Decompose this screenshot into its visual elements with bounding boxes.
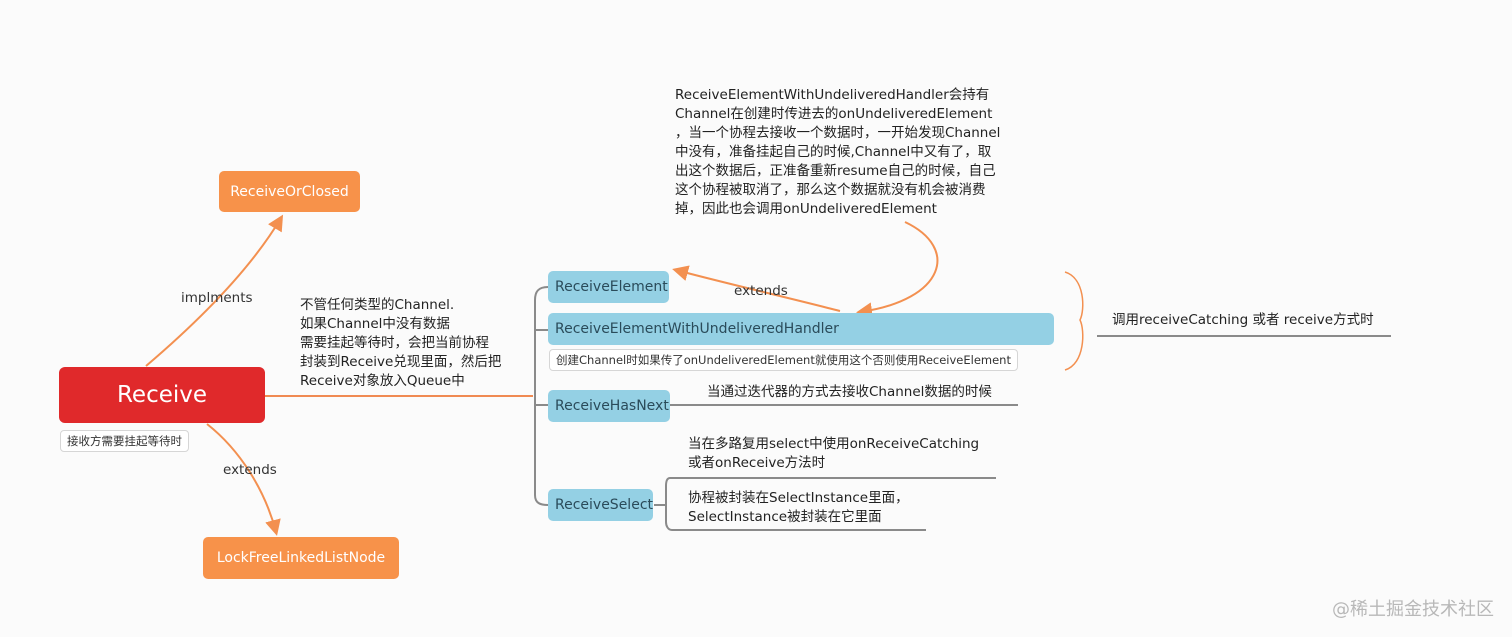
node-receive-element-label: ReceiveElement xyxy=(555,279,668,295)
select-description-1: 当在多路复用select中使用onReceiveCatching 或者onRec… xyxy=(688,435,979,473)
main-desc-line: 需要挂起等待时，会把当前协程 xyxy=(300,335,489,351)
root-note: 接收方需要挂起等待时 xyxy=(60,430,189,452)
top-note-line: 这个协程被取消了，那么这个数据就没有机会被消费 xyxy=(675,182,986,198)
root-label: Receive xyxy=(116,382,208,408)
top-note: ReceiveElementWithUndeliveredHandler会持有 … xyxy=(675,86,1000,219)
extends-element-arrow xyxy=(672,265,841,312)
node-receive-select-label: ReceiveSelect xyxy=(555,497,653,513)
node-lock-free-label: LockFreeLinkedListNode xyxy=(216,550,386,566)
node-receive-or-closed-label: ReceiveOrClosed xyxy=(230,183,349,200)
top-note-line: 中没有，准备挂起自己的时候,Channel中又有了，取 xyxy=(675,144,992,160)
main-description: 不管任何类型的Channel. 如果Channel中没有数据 需要挂起等待时，会… xyxy=(300,296,501,391)
children-spine xyxy=(534,286,549,506)
brace xyxy=(1064,271,1084,371)
select-desc1-line: 当在多路复用select中使用onReceiveCatching xyxy=(688,436,980,452)
main-desc-line: 不管任何类型的Channel. xyxy=(300,297,455,313)
node-receive-or-closed[interactable]: ReceiveOrClosed xyxy=(219,171,360,212)
edge-label-implements: implments xyxy=(181,290,253,306)
node-lock-free-linked-list-node[interactable]: LockFreeLinkedListNode xyxy=(203,537,399,579)
select-description-2: 协程被封装在SelectInstance里面， SelectInstance被封… xyxy=(688,489,909,527)
top-note-line: Channel在创建时传进去的onUndeliveredElement xyxy=(675,106,993,122)
edge-label-extends-element: extends xyxy=(734,283,788,299)
node-receive-select[interactable]: ReceiveSelect xyxy=(548,489,653,521)
top-note-line: ，当一个协程去接收一个数据时，一开始发现Channel xyxy=(675,125,1001,141)
root-node-receive[interactable]: Receive xyxy=(59,367,265,423)
top-note-line: 掉，因此也会调用onUndeliveredElement xyxy=(675,201,937,217)
top-note-line: 出这个数据后，正准备重新resume自己的时候，自己 xyxy=(675,163,996,179)
main-desc-line: 如果Channel中没有数据 xyxy=(300,316,450,332)
select-desc2-line: 协程被封装在SelectInstance里面， xyxy=(688,490,909,506)
extends-arrow xyxy=(206,423,281,536)
has-next-description: 当通过迭代器的方式去接收Channel数据的时候 xyxy=(707,384,992,400)
select-desc2-line: SelectInstance被封装在它里面 xyxy=(688,509,882,525)
node-receive-element-wuh-label: ReceiveElementWithUndeliveredHandler xyxy=(555,321,839,337)
top-note-line: ReceiveElementWithUndeliveredHandler会持有 xyxy=(675,87,990,103)
receive-element-wuh-note: 创建Channel时如果传了onUndeliveredElement就使用这个否… xyxy=(549,349,1018,371)
node-receive-element[interactable]: ReceiveElement xyxy=(548,271,669,303)
node-receive-has-next-label: ReceiveHasNext xyxy=(555,398,669,414)
node-receive-element-with-undelivered-handler[interactable]: ReceiveElementWithUndeliveredHandler xyxy=(548,313,1054,345)
edge-label-extends-root: extends xyxy=(223,462,277,478)
implements-arrow xyxy=(145,214,284,367)
main-desc-line: 封装到Receive兑现里面，然后把 xyxy=(300,354,502,370)
top-note-arrow xyxy=(856,221,939,319)
watermark: @稀土掘金技术社区 xyxy=(1332,599,1494,620)
select-desc1-line: 或者onReceive方法时 xyxy=(688,455,826,471)
brace-note: 调用receiveCatching 或者 receive方式时 xyxy=(1112,312,1374,328)
node-receive-has-next[interactable]: ReceiveHasNext xyxy=(548,390,670,422)
main-desc-line: Receive对象放入Queue中 xyxy=(300,373,465,389)
